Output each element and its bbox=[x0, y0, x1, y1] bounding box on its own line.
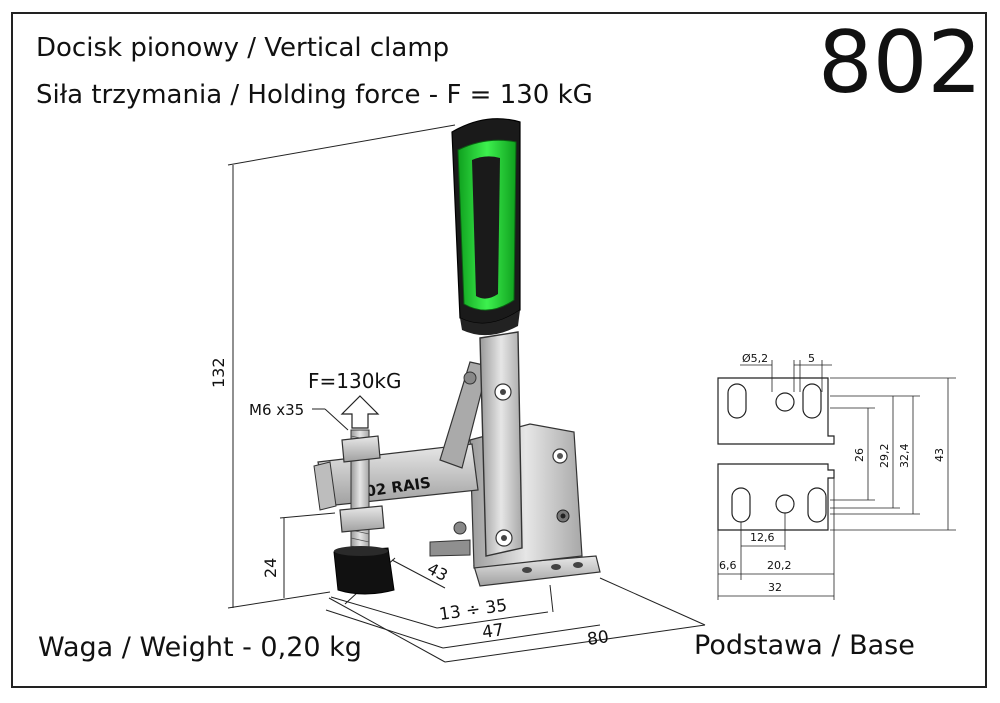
dim-80: 80 bbox=[586, 627, 610, 650]
dim-132: 132 bbox=[209, 357, 228, 388]
clamp-handle bbox=[451, 118, 521, 336]
base-drawing bbox=[717, 377, 835, 531]
dim-29-2: 29,2 bbox=[878, 444, 891, 469]
clamp-links bbox=[439, 331, 523, 557]
force-label: F=130kG bbox=[308, 369, 402, 393]
rubber-pad bbox=[333, 547, 395, 595]
title-line-1: Docisk pionowy / Vertical clamp bbox=[36, 33, 450, 63]
dim-24: 24 bbox=[261, 558, 280, 578]
drawing-frame bbox=[11, 12, 987, 688]
dim-47: 47 bbox=[481, 620, 505, 643]
screw-label: M6 x35 bbox=[249, 401, 304, 419]
title-line-2: Siła trzymania / Holding force - F = 130… bbox=[36, 80, 593, 110]
clamp-spindle bbox=[333, 429, 395, 595]
dim-32-4: 32,4 bbox=[898, 444, 911, 469]
dim-32-base: 32 bbox=[768, 581, 782, 594]
dim-6-6: 6,6 bbox=[719, 559, 737, 572]
base-dimension-labels: Ø5,2 5 26 29,2 32,4 43 12,6 6,6 20,2 32 bbox=[719, 352, 946, 594]
dim-12-6: 12,6 bbox=[750, 531, 775, 544]
dim-43: 43 bbox=[424, 559, 451, 585]
lower-nut bbox=[339, 505, 385, 533]
force-arrow-icon bbox=[340, 395, 380, 429]
upper-nut bbox=[341, 435, 381, 463]
model-number: 802 bbox=[818, 13, 983, 113]
weight-label: Waga / Weight - 0,20 kg bbox=[38, 632, 362, 663]
dim-slot-w: 5 bbox=[808, 352, 815, 365]
dim-20-2: 20,2 bbox=[767, 559, 792, 572]
base-label: Podstawa / Base bbox=[694, 630, 915, 661]
base-dimension-lines bbox=[717, 360, 956, 600]
dim-hole-dia: Ø5,2 bbox=[742, 352, 768, 365]
dim-26: 26 bbox=[853, 448, 866, 462]
dim-43-base: 43 bbox=[933, 448, 946, 462]
